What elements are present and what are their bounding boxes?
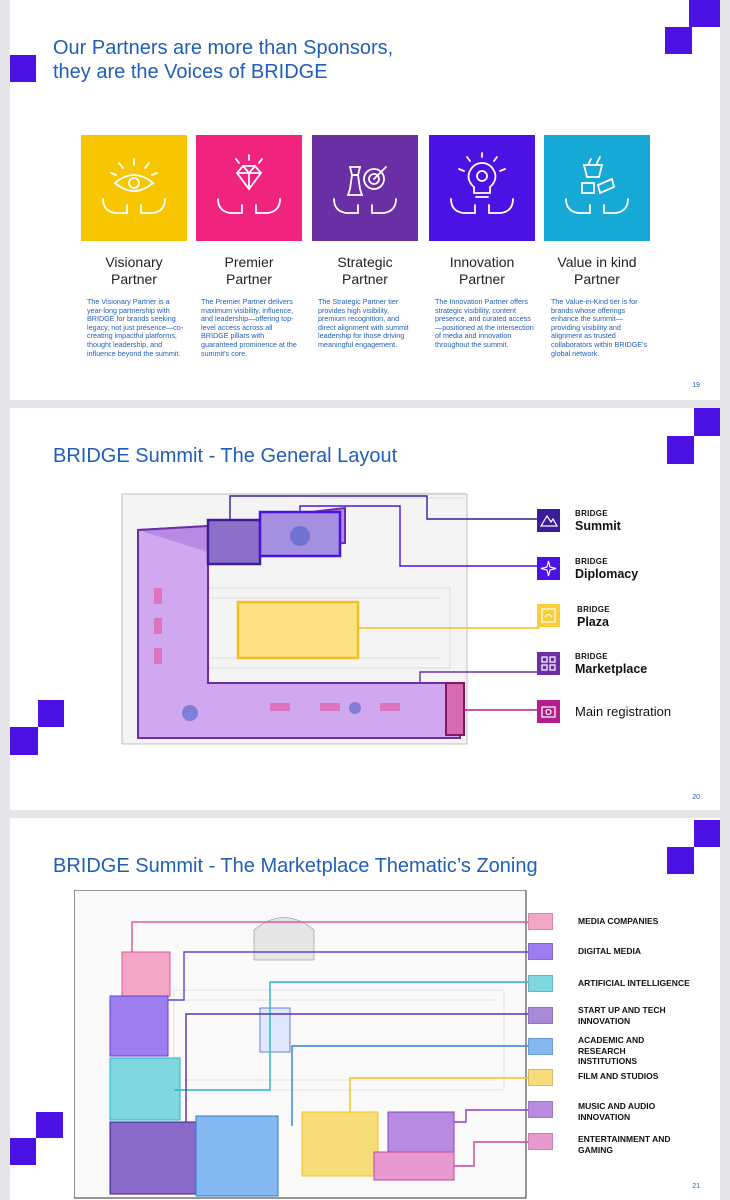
corner-square xyxy=(694,408,720,436)
partner-description: The Visionary Partner is a year-long par… xyxy=(87,297,184,358)
zone-swatch xyxy=(528,1007,553,1024)
zone-swatch xyxy=(528,1133,553,1150)
mountain-icon xyxy=(537,509,560,532)
corner-square xyxy=(689,0,720,27)
zone-label: FILM AND STUDIOS xyxy=(578,1071,659,1081)
floor-plan xyxy=(121,492,540,745)
premier-tile xyxy=(196,135,302,241)
zone-label: MUSIC AND AUDIO INNOVATION xyxy=(578,1101,656,1122)
plaza-icon xyxy=(537,604,560,627)
zone-label: MEDIA COMPANIES xyxy=(578,916,659,926)
visionary-tile xyxy=(81,135,187,241)
zoning-plan xyxy=(74,890,530,1199)
slide-marketplace-zoning: BRIDGE Summit - The Marketplace Thematic… xyxy=(10,818,720,1200)
corner-square xyxy=(38,700,64,727)
corner-square xyxy=(36,1112,63,1138)
corner-square xyxy=(667,847,694,874)
corner-square xyxy=(665,27,692,54)
slide-title: BRIDGE Summit - The Marketplace Thematic… xyxy=(53,855,538,877)
bulb-hands-icon xyxy=(450,152,514,214)
diamond-hands-icon xyxy=(217,154,281,214)
slide-general-layout: BRIDGE Summit - The General Layout xyxy=(10,408,720,810)
star-icon xyxy=(537,557,560,580)
slide-title: Our Partners are more than Sponsors, the… xyxy=(53,36,393,84)
zone-swatch xyxy=(528,1038,553,1055)
zone-swatch xyxy=(528,975,553,992)
partner-description: The Strategic Partner tier provides high… xyxy=(318,297,409,349)
eye-hands-icon xyxy=(102,158,166,214)
corner-square xyxy=(667,436,694,464)
page-number: 19 xyxy=(692,382,700,389)
title-line: they are the Voices of BRIDGE xyxy=(53,61,328,83)
value-in-kind-tile xyxy=(544,135,650,241)
page-number: 21 xyxy=(692,1183,700,1190)
zone-swatch xyxy=(528,943,553,960)
corner-square xyxy=(10,1138,36,1165)
innovation-tile xyxy=(429,135,535,241)
gift-hands-icon xyxy=(565,156,629,214)
partner-description: The Value-in-Kind tier is for brands who… xyxy=(551,297,648,358)
partner-description: The Innovation Partner offers strategic … xyxy=(435,297,534,349)
corner-square xyxy=(694,820,720,847)
zone-label: ARTIFICIAL INTELLIGENCE xyxy=(578,978,690,988)
legend-registration: Main registration xyxy=(575,704,672,719)
grid-icon xyxy=(537,652,560,675)
page-number: 20 xyxy=(692,794,700,801)
zone-swatch xyxy=(528,1101,553,1118)
zone-label: ACADEMIC AND RESEARCH INSTITUTIONS xyxy=(578,1035,645,1066)
zone-label: ENTERTAINMENT AND GAMING xyxy=(578,1134,671,1155)
corner-square xyxy=(10,727,38,755)
zone-label: DIGITAL MEDIA xyxy=(578,946,641,956)
slide-partners: Our Partners are more than Sponsors, the… xyxy=(10,0,720,400)
zone-label: START UP AND TECH INNOVATION xyxy=(578,1005,666,1026)
corner-square xyxy=(10,55,36,82)
partner-description: The Premier Partner delivers maximum vis… xyxy=(201,297,297,358)
zone-swatch xyxy=(528,1069,553,1086)
zone-swatch xyxy=(528,913,553,930)
title-line: Our Partners are more than Sponsors, xyxy=(53,37,394,59)
chess-target-hands-icon xyxy=(333,166,397,214)
registration-icon xyxy=(537,700,560,723)
slide-title: BRIDGE Summit - The General Layout xyxy=(53,445,398,467)
strategic-tile xyxy=(312,135,418,241)
